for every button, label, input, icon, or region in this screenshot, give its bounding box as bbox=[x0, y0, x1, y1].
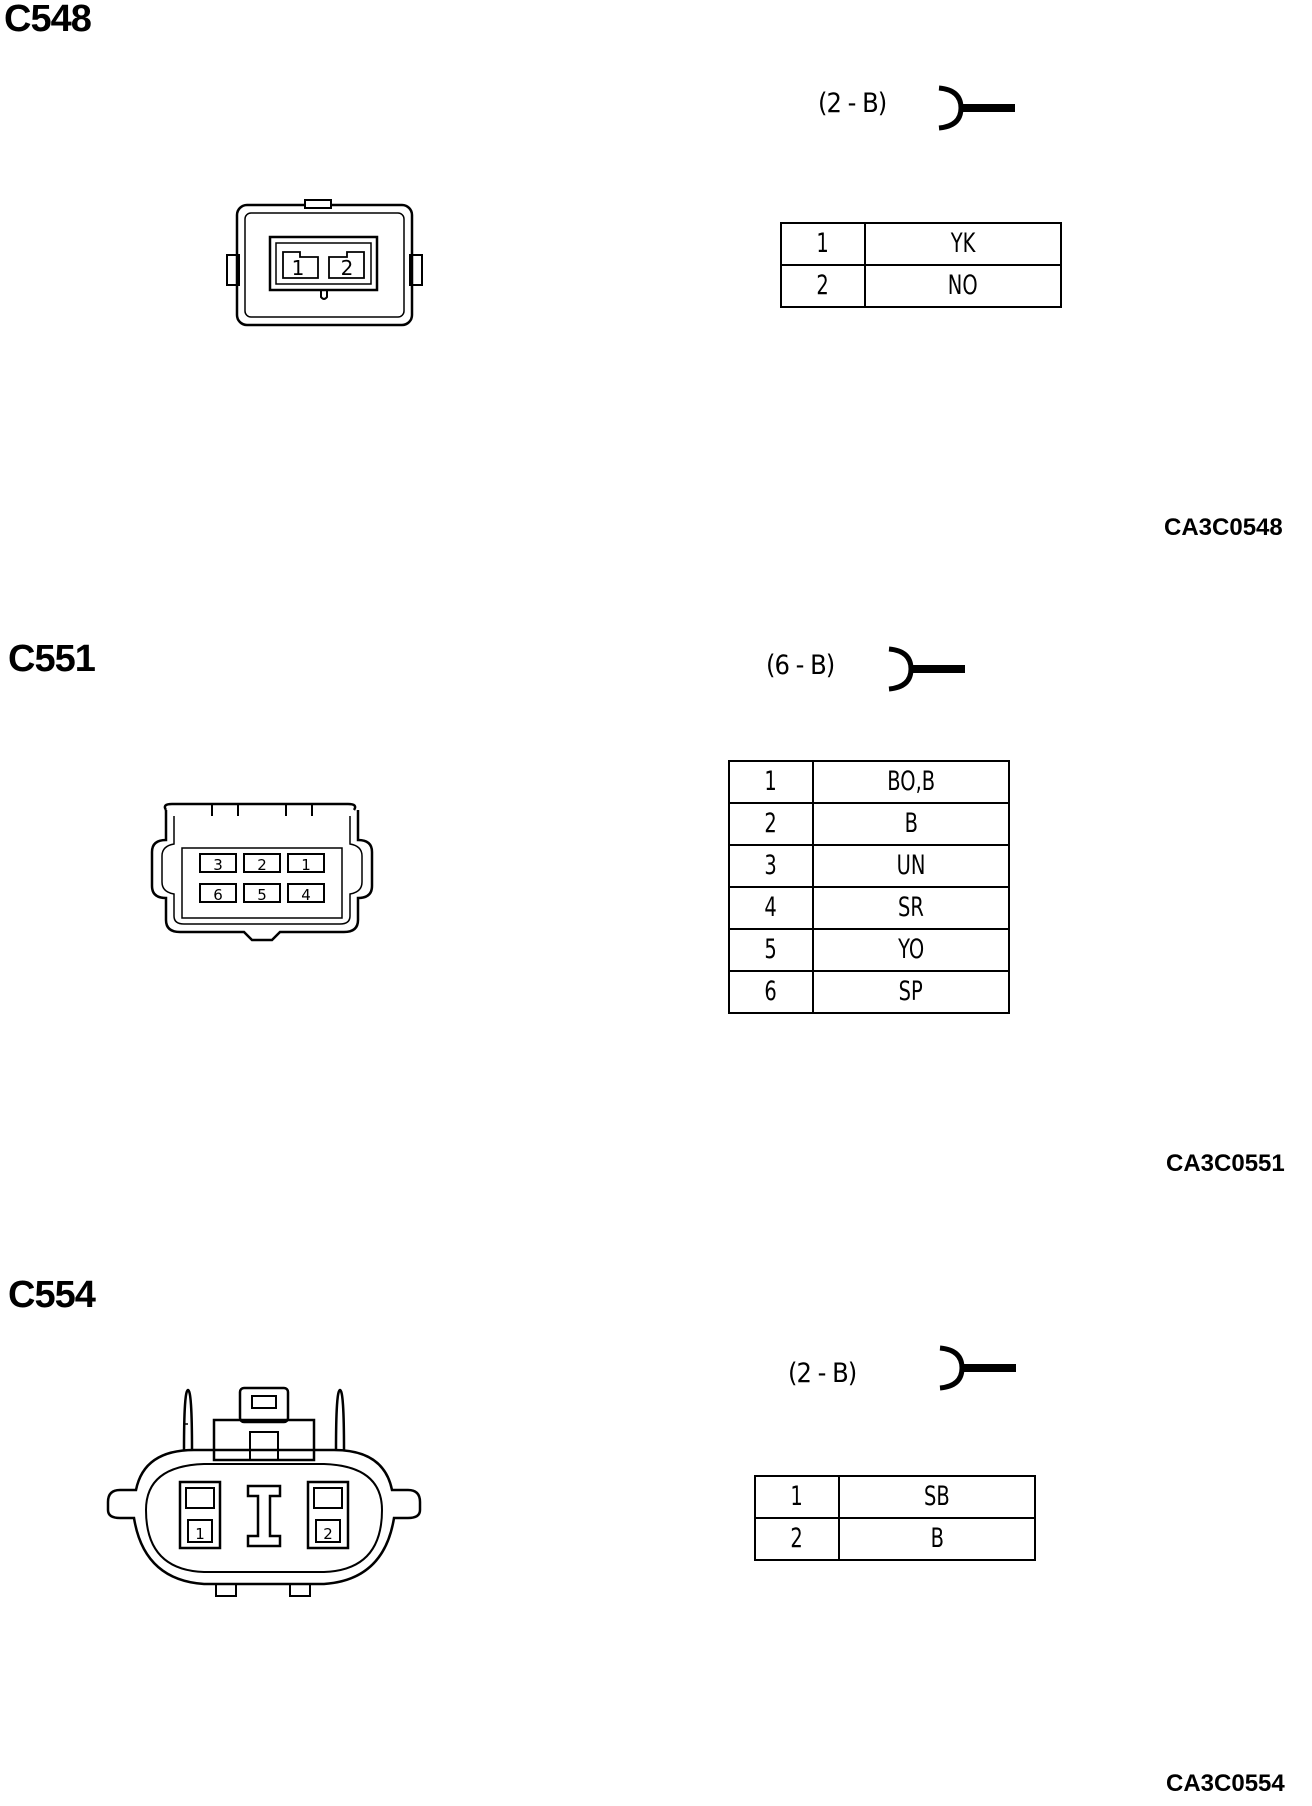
connector-title-c551: C551 bbox=[8, 638, 96, 680]
connector-title-c548: C548 bbox=[4, 0, 92, 40]
pin-number: 2 bbox=[816, 270, 830, 301]
pin-number: 1 bbox=[816, 228, 830, 259]
wire-color: SP bbox=[898, 976, 924, 1007]
face-pin-label: 6 bbox=[213, 886, 223, 904]
pin-table-c548: 1 YK 2 NO bbox=[780, 222, 1062, 308]
reference-code-c548: CA3C0548 bbox=[1164, 514, 1283, 541]
connector-title-c554: C554 bbox=[8, 1274, 96, 1316]
table-row: 2 B bbox=[754, 1517, 1036, 1561]
table-row: 1 BO,B bbox=[728, 760, 1010, 804]
pin-number: 6 bbox=[764, 976, 778, 1007]
wire-color: YK bbox=[950, 228, 976, 259]
pin-number: 4 bbox=[764, 892, 778, 923]
pin-number: 2 bbox=[764, 808, 778, 839]
table-row: 6 SP bbox=[728, 970, 1010, 1014]
face-pin-label: 1 bbox=[292, 256, 305, 280]
pin-number: 1 bbox=[790, 1481, 804, 1512]
pin-table-c554: 1 SB 2 B bbox=[754, 1475, 1036, 1561]
connector-face-c554: 1 2 bbox=[106, 1386, 422, 1597]
wire-color: YO bbox=[897, 934, 925, 965]
face-pin-label: 2 bbox=[341, 256, 354, 280]
face-pin-label: 2 bbox=[257, 856, 267, 874]
table-row: 3 UN bbox=[728, 844, 1010, 888]
female-terminal-symbol-icon bbox=[939, 1345, 1016, 1391]
wire-color: B bbox=[930, 1523, 944, 1554]
reference-code-c551: CA3C0551 bbox=[1166, 1150, 1285, 1177]
table-row: 1 YK bbox=[780, 222, 1062, 266]
connector-face-c551: 3 2 1 6 5 4 bbox=[150, 802, 374, 942]
table-row: 2 B bbox=[728, 802, 1010, 846]
reference-code-c554: CA3C0554 bbox=[1166, 1770, 1285, 1797]
face-pin-label: 5 bbox=[257, 886, 267, 904]
pin-number: 1 bbox=[764, 766, 778, 797]
wire-color: NO bbox=[948, 270, 978, 301]
table-row: 1 SB bbox=[754, 1475, 1036, 1519]
face-pin-label: 1 bbox=[195, 1525, 205, 1543]
face-pin-label: 3 bbox=[213, 856, 223, 874]
wire-color: B bbox=[904, 808, 918, 839]
pin-table-c551: 1 BO,B 2 B 3 UN 4 SR 5 YO 6 SP bbox=[728, 760, 1010, 1014]
table-row: 4 SR bbox=[728, 886, 1010, 930]
female-terminal-symbol-icon bbox=[888, 646, 965, 692]
wire-color: BO,B bbox=[887, 766, 935, 797]
table-row: 5 YO bbox=[728, 928, 1010, 972]
wire-color: UN bbox=[896, 850, 926, 881]
connector-face-c548: 1 2 bbox=[226, 199, 423, 327]
pin-number: 5 bbox=[764, 934, 778, 965]
connector-spec-c554: (2 - B) bbox=[788, 1358, 857, 1389]
face-pin-label: 4 bbox=[301, 886, 311, 904]
wire-color: SB bbox=[924, 1481, 950, 1512]
pin-number: 2 bbox=[790, 1523, 804, 1554]
connector-spec-c548: (2 - B) bbox=[818, 88, 887, 119]
connector-spec-c551: (6 - B) bbox=[766, 650, 835, 681]
face-pin-label: 1 bbox=[301, 856, 311, 874]
table-row: 2 NO bbox=[780, 264, 1062, 308]
female-terminal-symbol-icon bbox=[938, 85, 1015, 131]
pin-number: 3 bbox=[764, 850, 778, 881]
face-pin-label: 2 bbox=[323, 1525, 333, 1543]
wire-color: SR bbox=[898, 892, 924, 923]
